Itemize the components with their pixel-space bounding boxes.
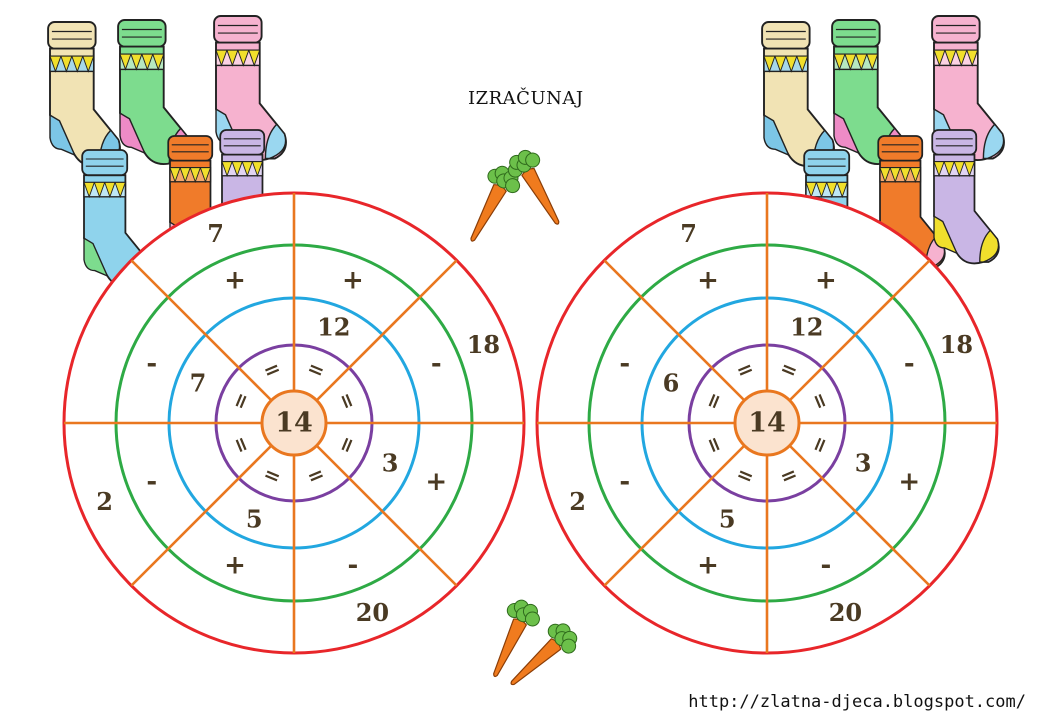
outer-number: 20 xyxy=(356,598,389,627)
carrot-leaf xyxy=(524,611,540,627)
operator-sign: + xyxy=(224,550,246,580)
operator-sign: - xyxy=(619,467,630,497)
center-circle xyxy=(260,389,328,457)
inner-number: 3 xyxy=(855,448,872,477)
outer-number: 2 xyxy=(96,487,113,516)
inner-number: 12 xyxy=(790,312,823,341)
carrot-root xyxy=(521,167,560,225)
operator-sign: - xyxy=(146,467,157,497)
inner-number: 12 xyxy=(317,312,350,341)
operator-sign: + xyxy=(342,266,364,296)
operator-sign: + xyxy=(425,467,447,497)
sock-cuff xyxy=(831,19,881,48)
sock-heel xyxy=(933,215,959,255)
sock-heel xyxy=(119,111,147,155)
operator-sign: - xyxy=(821,550,832,580)
spoke xyxy=(788,444,931,587)
sock-cuff xyxy=(213,15,263,44)
spoke xyxy=(130,444,273,587)
inner-number: 5 xyxy=(246,505,263,534)
carrot-root xyxy=(470,184,507,242)
sock-pattern xyxy=(215,49,261,67)
carrot xyxy=(493,599,540,678)
sock-pattern xyxy=(805,181,849,199)
sock-heel xyxy=(833,111,861,155)
outer-number: 18 xyxy=(940,330,973,359)
sock-heel xyxy=(49,113,77,157)
sock-cuff xyxy=(931,129,978,156)
inner-number: 5 xyxy=(719,505,736,534)
operator-sign: - xyxy=(146,349,157,379)
operator-sign: + xyxy=(898,467,920,497)
sock-toe xyxy=(979,229,1000,263)
spoke xyxy=(788,259,931,402)
sock-pattern xyxy=(933,49,979,67)
carrot xyxy=(507,149,560,225)
operator-sign: + xyxy=(697,550,719,580)
carrot-leaf xyxy=(561,638,577,654)
sock-pattern xyxy=(833,53,879,71)
spoke xyxy=(603,444,746,587)
sock-cuff xyxy=(931,15,981,44)
operator-sign: + xyxy=(815,266,837,296)
operator-sign: - xyxy=(431,349,442,379)
sock-cuff xyxy=(877,135,924,162)
sock-toe xyxy=(982,123,1005,160)
spoke xyxy=(315,444,458,587)
outer-number: 7 xyxy=(207,219,224,248)
sock-cream xyxy=(47,21,121,167)
sock-cuff xyxy=(117,19,167,48)
sock-heel xyxy=(83,237,109,278)
operator-sign: - xyxy=(904,349,915,379)
source-url: http://zlatna-djeca.blogspot.com/ xyxy=(688,692,1026,712)
operator-sign: - xyxy=(619,349,630,379)
carrots-illustration-bottom xyxy=(493,599,578,686)
sock-cream xyxy=(761,21,835,167)
sock-pattern xyxy=(119,53,165,71)
operator-sign: + xyxy=(697,266,719,296)
carrot xyxy=(510,623,578,686)
spoke xyxy=(315,259,458,402)
outer-number: 2 xyxy=(569,487,586,516)
sock-cuff xyxy=(219,129,266,156)
sock-cuff xyxy=(47,21,97,50)
center-circle xyxy=(733,389,801,457)
sock-pattern xyxy=(879,167,922,184)
inner-number: 6 xyxy=(663,369,680,398)
outer-number: 20 xyxy=(829,598,862,627)
sock-pattern xyxy=(763,55,809,73)
center-number: 14 xyxy=(275,408,313,439)
outer-number: 7 xyxy=(680,219,697,248)
sock-lilac xyxy=(931,129,1000,265)
sock-cuff xyxy=(803,149,851,177)
sock-heel xyxy=(763,113,791,157)
center-number: 14 xyxy=(748,408,786,439)
page-title: IZRAČUNAJ xyxy=(468,88,584,109)
carrot xyxy=(470,165,521,242)
inner-number: 3 xyxy=(382,448,399,477)
operator-sign: - xyxy=(348,550,359,580)
carrot-leaf xyxy=(525,152,541,168)
carrot-leaf xyxy=(505,178,521,194)
sock-pattern xyxy=(49,55,95,73)
spoke xyxy=(603,259,746,402)
inner-number: 7 xyxy=(190,369,207,398)
outer-number: 18 xyxy=(467,330,500,359)
carrots-illustration-top xyxy=(470,149,560,242)
sock-pattern xyxy=(83,181,127,199)
spoke xyxy=(130,259,273,402)
operator-sign: + xyxy=(224,266,246,296)
sock-cuff xyxy=(167,135,214,162)
sock-pattern xyxy=(169,167,212,184)
sock-pattern xyxy=(221,161,264,178)
sock-pattern xyxy=(933,161,976,178)
sock-cuff xyxy=(761,21,811,50)
sock-cuff xyxy=(81,149,129,177)
sock-toe xyxy=(264,123,287,160)
